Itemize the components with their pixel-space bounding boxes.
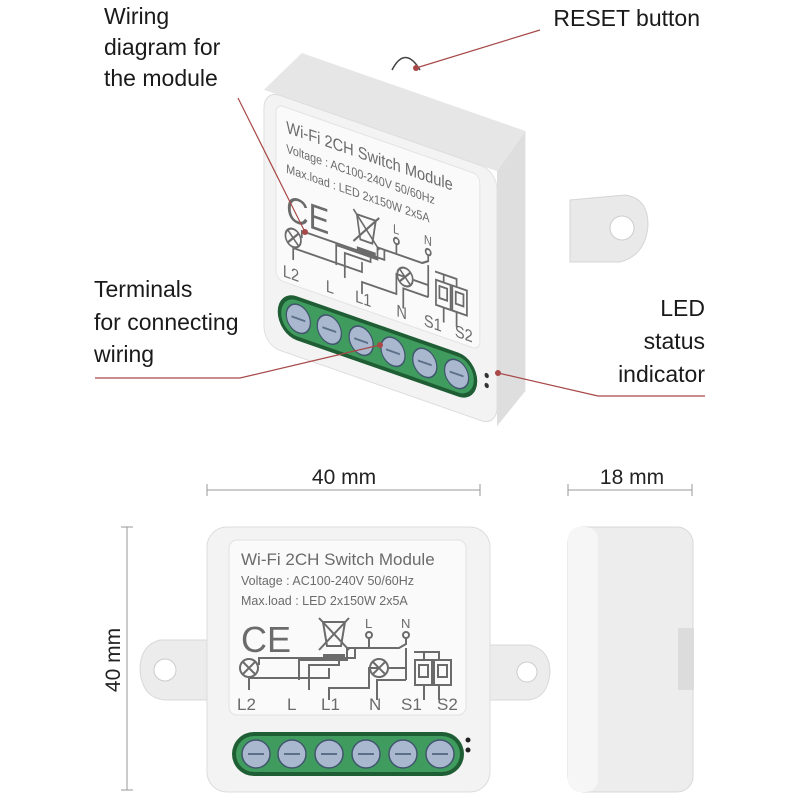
svg-text:LED: LED <box>660 295 705 321</box>
lamp-icon <box>369 658 389 678</box>
svg-text:indicator: indicator <box>618 361 705 387</box>
svg-text:wiring: wiring <box>93 341 154 367</box>
terminal-label-l1: L1 <box>321 695 340 714</box>
svg-text:18 mm: 18 mm <box>600 466 664 489</box>
supply-l-label: L <box>365 616 372 631</box>
device-perspective-view <box>263 53 649 427</box>
mounting-tab <box>569 194 649 263</box>
device-front-view: Wi-Fi 2CH Switch Module Voltage : AC100-… <box>139 526 551 793</box>
annotation-led: LED status indicator <box>618 295 705 387</box>
terminal-label-n: N <box>369 695 381 714</box>
dimension-width: 40 mm <box>206 466 481 496</box>
supply-n-label: N <box>401 616 410 631</box>
device-side-view <box>567 526 694 793</box>
wiring-schematic <box>239 631 452 700</box>
housing-side <box>497 131 526 427</box>
dimension-depth: 18 mm <box>567 466 693 496</box>
mounting-hole <box>609 215 635 241</box>
ce-mark: CE <box>241 619 291 660</box>
terminal-label-s1: S1 <box>401 695 422 714</box>
device-label: Wi-Fi 2CH Switch Module Voltage : AC100-… <box>228 539 467 716</box>
label-title: Wi-Fi 2CH Switch Module <box>241 550 435 569</box>
housing-top <box>263 53 526 172</box>
side-notch <box>678 628 694 690</box>
svg-text:for connecting: for connecting <box>94 309 238 335</box>
annotation-reset: RESET button <box>553 5 700 31</box>
annotation-wiring: Wiring diagram for the module <box>104 3 221 91</box>
svg-text:Terminals: Terminals <box>94 276 192 302</box>
svg-text:40 mm: 40 mm <box>312 466 376 489</box>
svg-text:Wiring: Wiring <box>104 3 169 29</box>
lamp-icon <box>239 658 259 678</box>
terminal-label-l: L <box>287 695 296 714</box>
led-indicator <box>465 737 471 743</box>
weee-bin-icon <box>318 617 350 659</box>
switch-icon <box>433 659 452 686</box>
switch-icon <box>414 659 433 686</box>
annotation-terminals: Terminals for connecting wiring <box>93 276 238 367</box>
svg-text:the module: the module <box>104 65 218 91</box>
callouts <box>95 29 705 397</box>
dimension-height: 40 mm <box>102 526 133 791</box>
terminal-label-l2: L2 <box>237 695 256 714</box>
label-voltage: Voltage : AC100-240V 50/60Hz <box>241 574 414 588</box>
label-maxload: Max.load : LED 2x150W 2x5A <box>241 594 408 608</box>
svg-text:status: status <box>644 328 705 354</box>
led-indicator <box>484 372 489 379</box>
svg-text:40 mm: 40 mm <box>102 628 125 692</box>
terminal-label-s2: S2 <box>437 695 458 714</box>
svg-text:diagram for: diagram for <box>104 34 221 60</box>
